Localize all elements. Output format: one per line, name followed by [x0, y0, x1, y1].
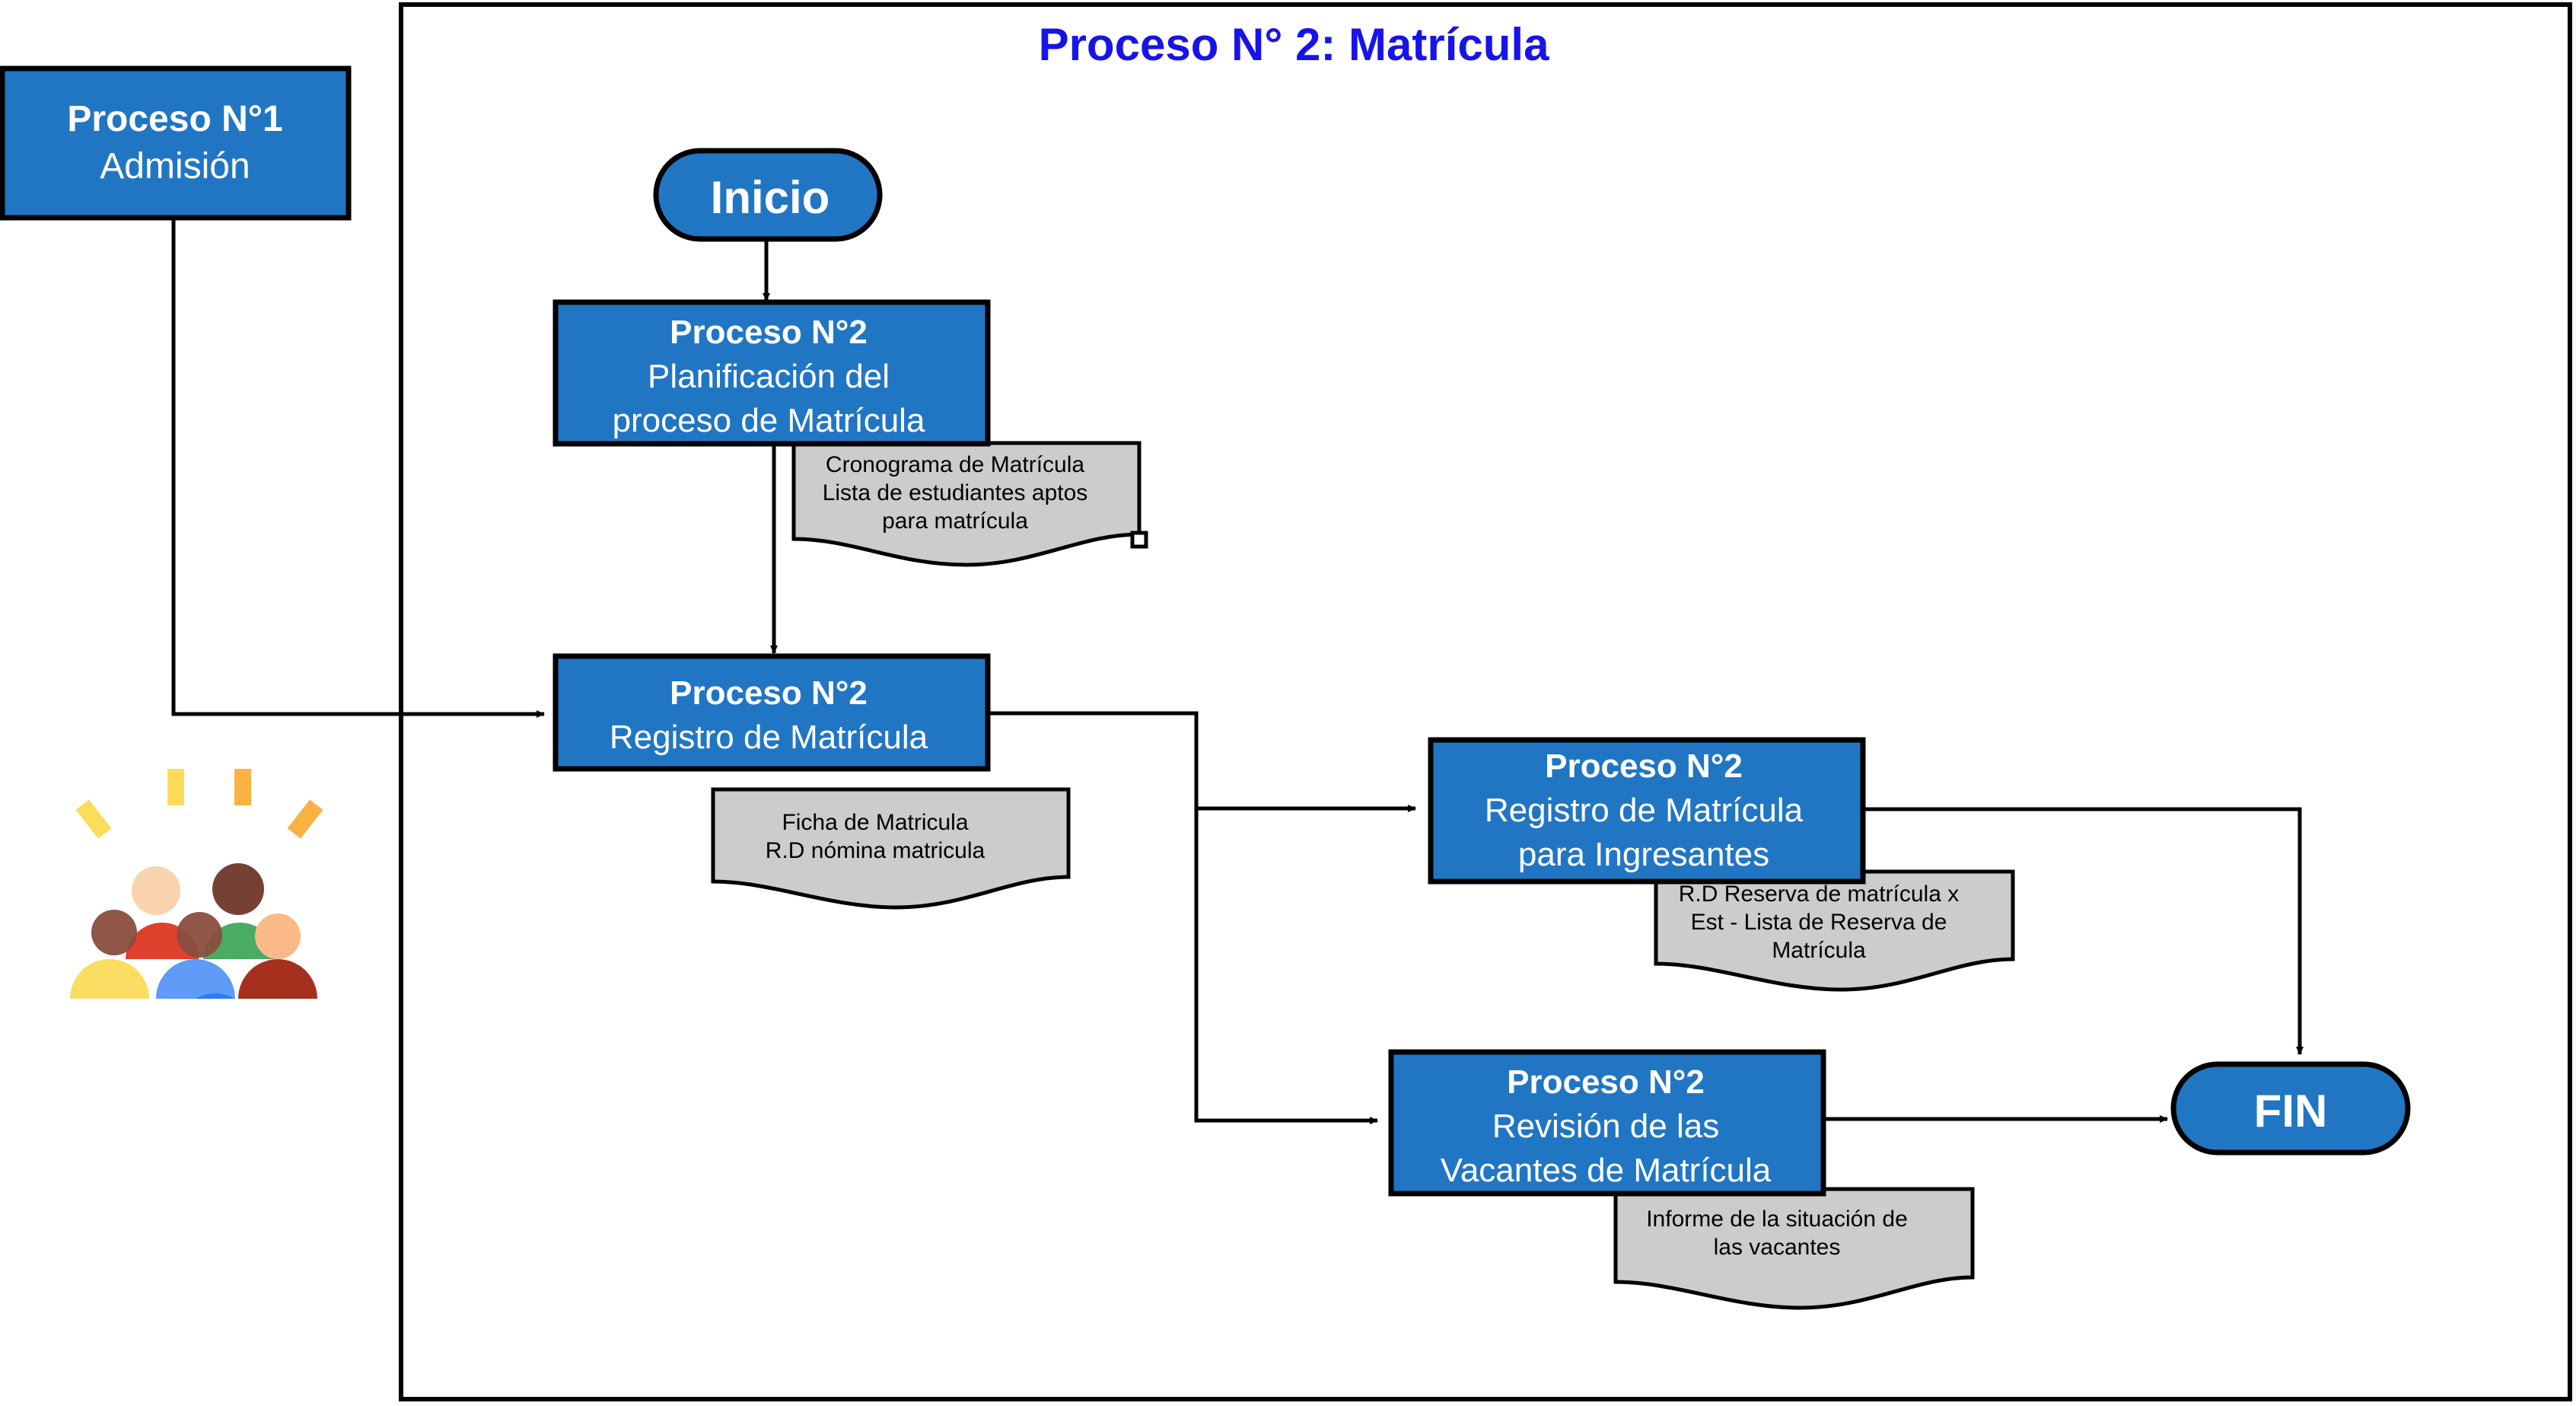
document-shape-reserva: [1654, 869, 2015, 992]
document-shape-informe: [1613, 1187, 1975, 1310]
node-shape-proceso1[interactable]: [0, 65, 352, 221]
node-shape-inicio[interactable]: [653, 148, 883, 242]
document-handle-cronograma: [1130, 531, 1148, 549]
node-shape-fin[interactable]: [2170, 1061, 2411, 1156]
people-group-icon: [70, 769, 323, 999]
node-shape-revision[interactable]: [1388, 1049, 1826, 1197]
connector-ingresantes-to-fin: [1858, 807, 2304, 1055]
node-shape-registro[interactable]: [552, 653, 991, 772]
diagram-frame: [399, 2, 2572, 1401]
node-shape-planificacion[interactable]: [552, 299, 991, 447]
connector-proceso1-to-registro: [171, 218, 545, 718]
node-shape-ingresantes[interactable]: [1428, 737, 1866, 885]
document-shape-cronograma: [791, 441, 1142, 567]
connector-registro-to-revision: [1194, 713, 1378, 1124]
diagram-title: Proceso N° 2: Matrícula: [1038, 19, 1549, 70]
document-shape-ficha: [711, 787, 1071, 910]
